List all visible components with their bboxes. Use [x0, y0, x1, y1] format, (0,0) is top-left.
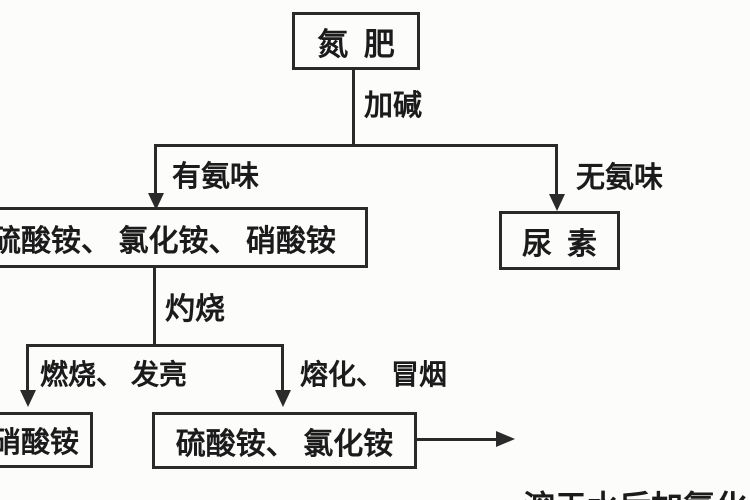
- edge-label-melts-smokes: 熔化、 冒烟: [300, 360, 448, 391]
- node-ammonium-sulfate-chloride: 硫酸铵、 氯化铵: [152, 412, 417, 469]
- annotation-line1: 溶于水后加氯化: [523, 486, 747, 500]
- edge-label-ammonia-smell: 有氨味: [172, 161, 260, 193]
- node-ammonium-salts: 硫酸铵、 氯化铵、 硝酸铵: [0, 207, 368, 268]
- connector-branch-horizontal: [154, 144, 558, 147]
- node-ammonium-nitrate: 硝酸铵: [0, 412, 93, 468]
- connector-vertical-ignite: [153, 268, 156, 347]
- annotation-result: 溶于水后加氯化 生成白色沉淀的: [523, 400, 747, 500]
- edge-label-add-alkali: 加碱: [364, 90, 423, 122]
- connector-bottom-left: [26, 344, 29, 392]
- connector-branch2-horizontal: [26, 344, 284, 347]
- connector-right-branch: [555, 144, 558, 196]
- arrowhead-down-icon: [20, 390, 36, 407]
- node-urea: 尿 素: [499, 211, 620, 270]
- edge-label-burns-glows: 燃烧、 发亮: [40, 360, 188, 391]
- arrowhead-down-icon: [275, 390, 291, 407]
- arrowhead-down-icon: [549, 194, 565, 211]
- connector-to-annotation: [417, 438, 498, 441]
- connector-vertical-top: [352, 70, 355, 146]
- node-nitrogen-fertilizer: 氮 肥: [292, 12, 420, 70]
- arrowhead-down-icon: [148, 193, 164, 210]
- connector-bottom-right: [281, 344, 284, 392]
- edge-label-ignite: 灼烧: [165, 293, 225, 326]
- arrowhead-right-icon: [496, 431, 515, 447]
- edge-label-no-ammonia-smell: 无氨味: [576, 162, 664, 194]
- connector-left-branch: [154, 144, 157, 195]
